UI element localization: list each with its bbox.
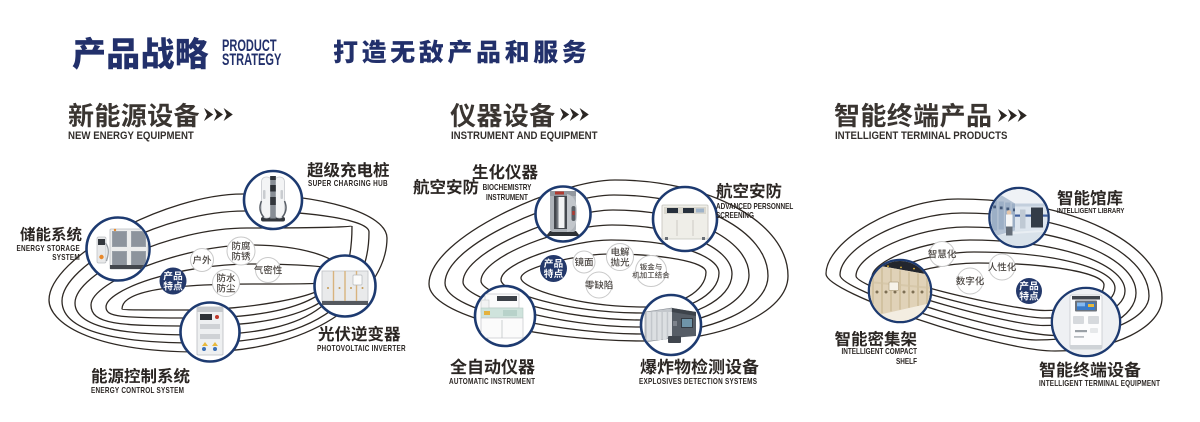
svg-text:PHOTOVOLTAIC INVERTER: PHOTOVOLTAIC INVERTER (317, 343, 406, 353)
svg-text:NEW ENERGY EQUIPMENT: NEW ENERGY EQUIPMENT (68, 129, 194, 142)
svg-text:INTELLIGENT LIBRARY: INTELLIGENT LIBRARY (1057, 207, 1125, 215)
svg-text:BIOCHEMISTRY: BIOCHEMISTRY (483, 182, 532, 192)
svg-text:SCREENING: SCREENING (716, 210, 754, 220)
svg-text:PRODUCT: PRODUCT (222, 37, 277, 56)
svg-text:EXPLOSIVES DETECTION SYSTEMS: EXPLOSIVES DETECTION SYSTEMS (639, 376, 757, 386)
svg-text:SHELF: SHELF (896, 356, 917, 366)
svg-text:INSTRUMENT: INSTRUMENT (486, 192, 528, 202)
svg-text:INSTRUMENT AND EQUIPMENT: INSTRUMENT AND EQUIPMENT (451, 129, 598, 142)
svg-text:SYSTEM: SYSTEM (52, 252, 80, 262)
svg-text:STRATEGY: STRATEGY (222, 51, 282, 70)
svg-text:INTELLIGENT COMPACT: INTELLIGENT COMPACT (841, 346, 917, 356)
svg-text:ENERGY CONTROL SYSTEM: ENERGY CONTROL SYSTEM (91, 385, 184, 395)
svg-text:ADVANCED PERSONNEL: ADVANCED PERSONNEL (716, 201, 794, 211)
svg-text:INTELLIGENT TERMINAL PRODUCTS: INTELLIGENT TERMINAL PRODUCTS (835, 129, 1007, 142)
svg-text:AUTOMATIC INSTRUMENT: AUTOMATIC INSTRUMENT (449, 376, 535, 386)
svg-text:ENERGY STORAGE: ENERGY STORAGE (16, 243, 80, 253)
svg-text:INTELLIGENT TERMINAL EQUIPMENT: INTELLIGENT TERMINAL EQUIPMENT (1039, 378, 1160, 388)
svg-text:SUPER CHARGING HUB: SUPER CHARGING HUB (308, 178, 388, 188)
